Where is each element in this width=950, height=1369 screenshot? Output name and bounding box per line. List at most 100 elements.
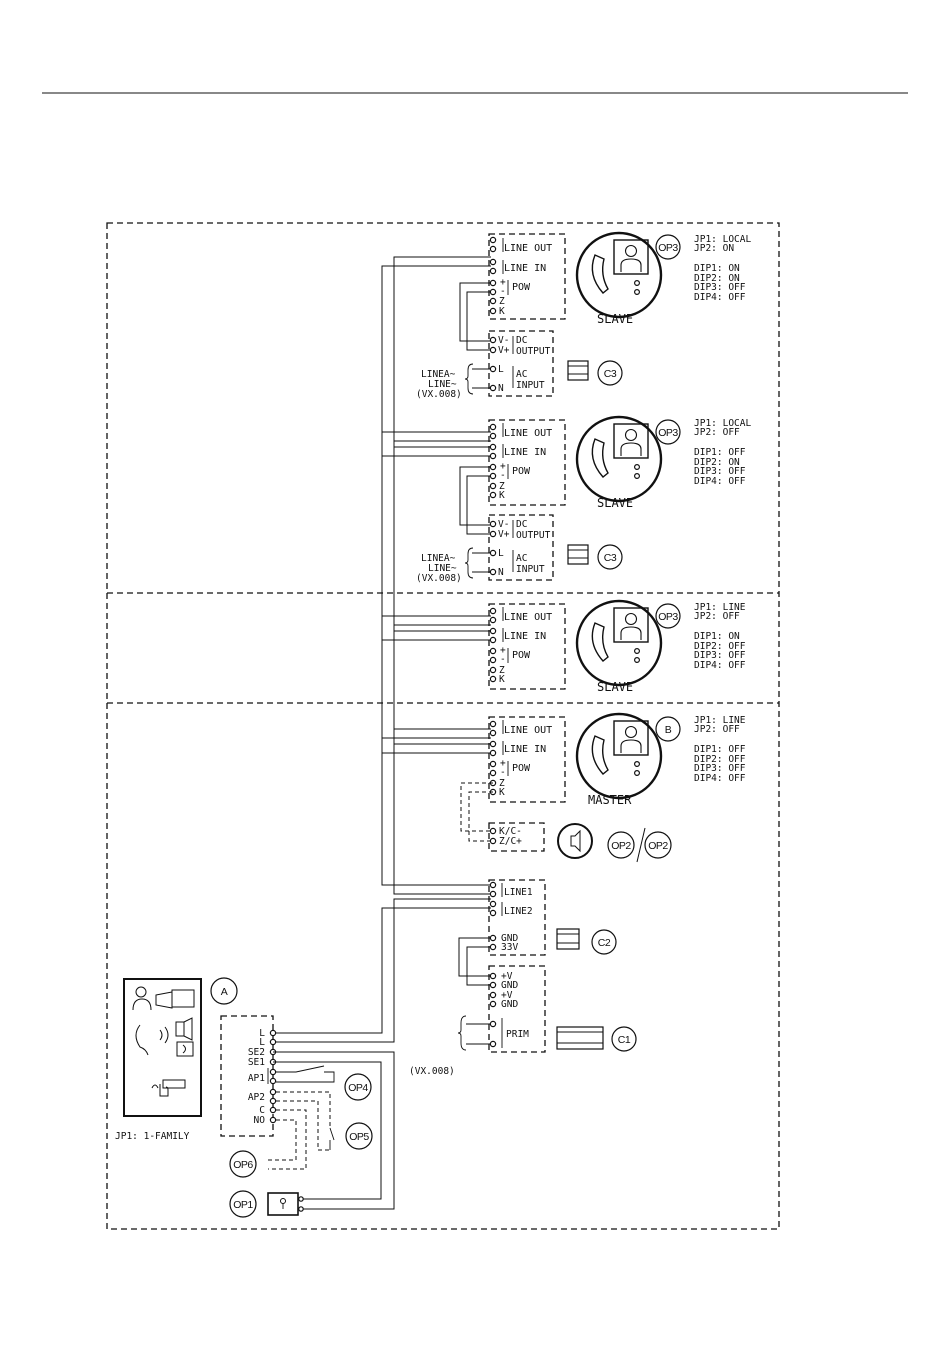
svg-text:K: K [499,306,505,317]
svg-text:(VX.008): (VX.008) [416,573,462,584]
monitor-1-label: SLAVE [597,312,633,326]
monitor-1-jp1: JP1: LOCAL [694,234,751,245]
svg-text:LINE~: LINE~ [428,379,457,390]
monitor-1-icon [575,231,663,319]
svg-text:Z/C+: Z/C+ [499,836,522,847]
c1-module-icon [556,1026,604,1050]
door-lock-icon [267,1192,299,1216]
svg-text:-: - [500,286,506,297]
c2-module-icon [556,928,580,950]
svg-text:L: L [498,364,504,375]
svg-text:OUTPUT: OUTPUT [516,346,551,357]
intercom-icon [135,1017,194,1057]
monitor-3-icon [575,599,663,687]
svg-text:INPUT: INPUT [516,564,545,575]
svg-text:INPUT: INPUT [516,380,545,391]
monitor-2-label: SLAVE [597,496,633,510]
monitor-3-jp1: JP1: LINE [694,602,746,613]
svg-text:PRIM: PRIM [506,1029,529,1040]
door-panel-terminal-block [220,1015,274,1137]
chime-terminal-block [488,822,545,852]
svg-text:LINEA~: LINEA~ [421,369,456,380]
svg-text:GND: GND [501,999,518,1010]
monitor-2-pow-label: POW [512,466,531,477]
monitor-unit-3: LINE OUT LINE IN + - POW Z K SLAVE OP3 J… [488,599,746,694]
svg-text:V-: V- [498,335,509,346]
svg-text:LINE2: LINE2 [504,906,533,917]
chime-op2-tag-b: OP2 [648,840,668,852]
monitor-2-jp2: JP2: OFF [694,427,740,438]
svg-text:AP1: AP1 [248,1073,265,1084]
monitor-1-pow-label: POW [512,282,531,293]
chime-op2-tag-a: OP2 [611,840,631,852]
svg-text:-: - [500,654,506,665]
svg-text:Z: Z [499,665,505,676]
monitor-1-dip2: DIP2: ON [694,273,740,284]
monitor-3-tag-marker [655,603,681,629]
svg-text:-: - [500,470,506,481]
svg-text:Z: Z [499,481,505,492]
svg-text:L: L [259,1028,265,1039]
svg-text:Z: Z [499,296,505,307]
svg-text:LINEA~: LINEA~ [421,553,456,564]
svg-text:K/C-: K/C- [499,826,522,837]
monitor-1-dip3: DIP3: OFF [694,282,746,293]
psu-1-c3-tag: C3 [604,368,617,380]
monitor-1-jp2: JP2: ON [694,243,734,254]
svg-text:OUTPUT: OUTPUT [516,530,551,541]
svg-text:+: + [500,758,506,769]
svg-text:+: + [500,461,506,472]
installation-boundary [106,222,780,1230]
svg-text:AP2: AP2 [248,1092,265,1103]
door-panel-tag: A [221,986,228,998]
psu-2-c3-tag: C3 [604,552,617,564]
monitor-2-dip2: DIP2: ON [694,457,740,468]
bus-wiring [276,256,491,1043]
svg-text:DC: DC [516,519,527,530]
psu-2-block [488,514,554,581]
monitor-4-dip4: DIP4: OFF [694,773,746,784]
power-supply-block [488,965,546,1053]
door-panel: A JP1: 1-FAMILY L L SE2 SE1 AP1 AP2 C NO… [115,977,395,1218]
monitor-4-pow-label: POW [512,763,531,774]
svg-text:L: L [259,1037,265,1048]
monitor-3-dip2: DIP2: OFF [694,641,746,652]
monitor-3-dip1: DIP1: ON [694,631,740,642]
monitor-3-label: SLAVE [597,680,633,694]
monitor-3-jp2: JP2: OFF [694,611,740,622]
monitor-2-dip1: DIP1: OFF [694,447,746,458]
svg-text:C: C [259,1105,265,1116]
svg-text:V-: V- [498,519,509,530]
svg-text:GND: GND [501,933,518,944]
svg-text:L: L [498,548,504,559]
op1-tag: OP1 [233,1199,253,1211]
op5-tag: OP5 [349,1131,369,1143]
svg-text:N: N [498,567,504,578]
svg-text:DC: DC [516,335,527,346]
svg-text:33V: 33V [501,942,518,953]
chime-module: K/C- Z/C+ OP2 OP2 [460,782,672,863]
distributor-c2-tag: C2 [598,937,611,949]
monitor-1-dip1: DIP1: ON [694,263,740,274]
monitor-2-jp1: JP1: LOCAL [694,418,751,429]
monitor-4-line-in-label: LINE IN [504,744,546,755]
monitor-2-tag: OP3 [658,427,678,439]
svg-text:+: + [500,645,506,656]
door-panel-housing [123,978,202,1117]
svg-text:NO: NO [254,1115,266,1126]
monitor-unit-1: LINE OUT LINE IN + - POW Z K SLAVE OP3 J… [488,231,751,326]
svg-text:V+: V+ [498,529,510,540]
monitor-1-tag: OP3 [658,242,678,254]
c3-module-icon-1 [567,360,589,381]
monitor-unit-4: LINE OUT LINE IN + - POW Z K MASTER B JP… [488,712,746,807]
monitor-4-line-out-label: LINE OUT [504,725,552,736]
svg-text:Z: Z [499,778,505,789]
psu-1-block [488,330,554,397]
speaker-icon [557,823,593,859]
svg-text:K: K [499,787,505,798]
svg-text:SE2: SE2 [248,1047,265,1058]
svg-text:(VX.008): (VX.008) [416,389,462,400]
monitor-2-icon [575,415,663,503]
monitor-4-jp2: JP2: OFF [694,724,740,735]
op6-tag: OP6 [233,1159,253,1171]
